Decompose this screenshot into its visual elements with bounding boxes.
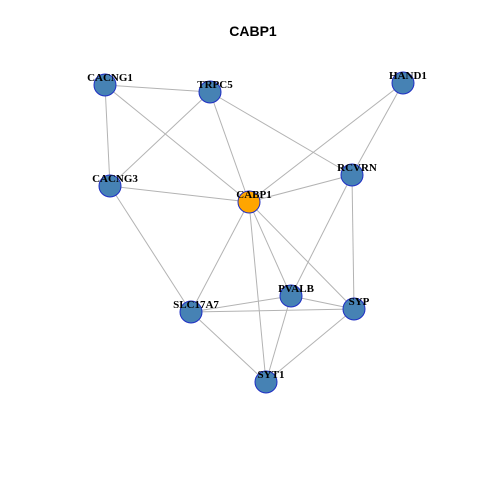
node-syp: [342, 297, 366, 321]
edge-cabp1-pvalb: [248, 201, 292, 297]
node-label-hand1: HAND1: [389, 70, 427, 82]
edge-cacng1-trpc5: [104, 84, 211, 93]
node-syt1: [254, 370, 278, 394]
node-cabp1: [237, 190, 261, 214]
node-label-syt1: SYT1: [258, 369, 285, 381]
node-cacng3: [98, 174, 122, 198]
edge-slc17a7-pvalb: [190, 295, 292, 313]
node-label-syp: SYP: [349, 296, 370, 308]
edge-hand1-cabp1: [248, 82, 404, 203]
edge-cacng3-cabp1: [109, 185, 250, 203]
node-cacng1: [93, 73, 117, 97]
node-label-pvalb: PVALB: [278, 283, 315, 295]
edge-hand1-rcvrn: [351, 82, 404, 176]
edge-cabp1-syp: [248, 201, 355, 310]
edge-rcvrn-cabp1: [248, 174, 353, 203]
node-trpc5: [198, 80, 222, 104]
edge-syp-syt1: [265, 308, 355, 383]
node-layer: [93, 71, 415, 394]
edge-rcvrn-syp: [351, 174, 355, 310]
node-label-cacng1: CACNG1: [87, 72, 133, 84]
node-slc17a7: [179, 300, 203, 324]
edge-cacng3-slc17a7: [109, 185, 192, 313]
node-hand1: [391, 71, 415, 95]
diagram-title: CABP1: [229, 23, 277, 39]
edge-cacng1-cabp1: [104, 84, 250, 203]
edge-slc17a7-syp: [190, 308, 355, 313]
node-label-cabp1: CABP1: [236, 189, 271, 201]
edge-cabp1-syt1: [248, 201, 267, 383]
node-label-slc17a7: SLC17A7: [173, 299, 219, 311]
edge-slc17a7-syt1: [190, 311, 267, 383]
edge-pvalb-syt1: [265, 295, 292, 383]
edge-layer: [104, 82, 404, 383]
edge-cacng1-cacng3: [104, 84, 111, 187]
node-rcvrn: [340, 163, 364, 187]
node-label-trpc5: TRPC5: [197, 79, 233, 91]
edge-trpc5-cacng3: [109, 91, 211, 187]
edge-cabp1-slc17a7: [190, 201, 250, 313]
edge-trpc5-rcvrn: [209, 91, 353, 176]
node-label-cacng3: CACNG3: [92, 173, 138, 185]
node-pvalb: [279, 284, 303, 308]
edge-trpc5-cabp1: [209, 91, 250, 203]
node-label-rcvrn: RCVRN: [337, 162, 377, 174]
edge-rcvrn-pvalb: [290, 174, 353, 297]
